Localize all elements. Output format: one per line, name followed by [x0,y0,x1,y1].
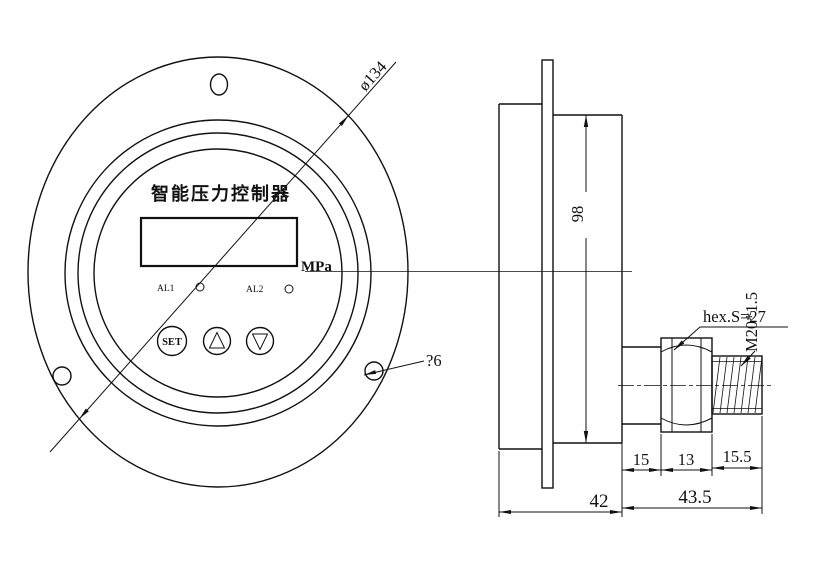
mounting-flange-plate [541,59,554,489]
case-diameter-label: 98 [568,206,587,223]
leader-arrow-icon [674,340,685,350]
dimension-arrow-icon [750,466,762,470]
dimension-arrow-icon [700,468,712,472]
dimension-arrow-icon [622,468,634,472]
hex-chamfer-curve [660,417,713,426]
set-button-label: SET [162,337,182,348]
diameter-dimension-line [49,61,397,453]
dimension-arrow-icon [499,510,511,514]
dimension-arrow-icon [583,431,589,443]
mounting-hole-top [209,73,229,96]
flange-outer-ring [27,56,409,488]
dimension-arrow-icon [750,506,762,510]
hex-size-label: hex.S=27 [703,307,766,326]
thread-hatch [712,356,763,414]
up-button [202,326,232,356]
set-button [156,325,188,357]
thread-length-label: 15.5 [723,447,752,466]
dimension-arrow-icon [712,466,724,470]
neck-length-label: 15 [633,450,650,469]
hex-nut [660,337,713,433]
bottom-dimensions: 15 13 15.5 42 43.5 [498,416,763,517]
alarm1-label: AL1 [157,284,175,294]
dimension-arrow-icon [622,506,634,510]
dial-face-ring [93,148,343,398]
dimension-arrow-icon [661,468,673,472]
bezel-ring-outer [64,119,372,427]
down-arrow-icon [251,333,269,351]
bolt-circle-dimension: ø134 [49,57,397,453]
alarm2-led-icon [284,284,294,294]
hex-length-label: 13 [678,450,695,469]
hex-size-callout: hex.S=27 [673,307,788,351]
bolt-circle-diameter-label: ø134 [354,57,390,94]
threaded-stud [711,355,763,415]
dimension-arrow-icon [79,408,89,419]
dimension-arrow-icon [649,468,661,472]
case-diameter-dimension: 98 [568,115,589,443]
alarm2-label: AL2 [246,285,264,295]
alarm1-led-icon [195,282,205,292]
device-title: 智能压力控制器 [151,183,291,204]
hex-chamfer-curve [660,344,713,353]
down-button [245,326,275,356]
mount-hole-callout: ?6 [363,351,442,376]
case-depth-label: 42 [590,491,609,512]
dimension-arrow-icon [610,510,622,514]
mount-hole-diameter-label: ?6 [426,351,442,370]
side-view [498,59,763,489]
thread-spec-label: M20*1.5 [742,292,761,352]
front-view: 智能压力控制器 MPa AL1 AL2 SET [27,56,409,488]
unit-label: MPa [301,259,332,275]
leader-arrow-icon [741,355,751,366]
leader-arrow-icon [364,370,377,375]
dimension-arrow-icon [338,115,349,126]
dimension-arrow-icon [583,115,589,127]
bezel-ring-inner [77,132,359,414]
up-arrow-icon [208,331,226,349]
lcd-display [139,216,299,268]
thread-spec-callout: M20*1.5 [740,292,761,367]
mounting-hole-bottom-left [52,366,72,386]
fitting-total-label: 43.5 [678,487,711,508]
